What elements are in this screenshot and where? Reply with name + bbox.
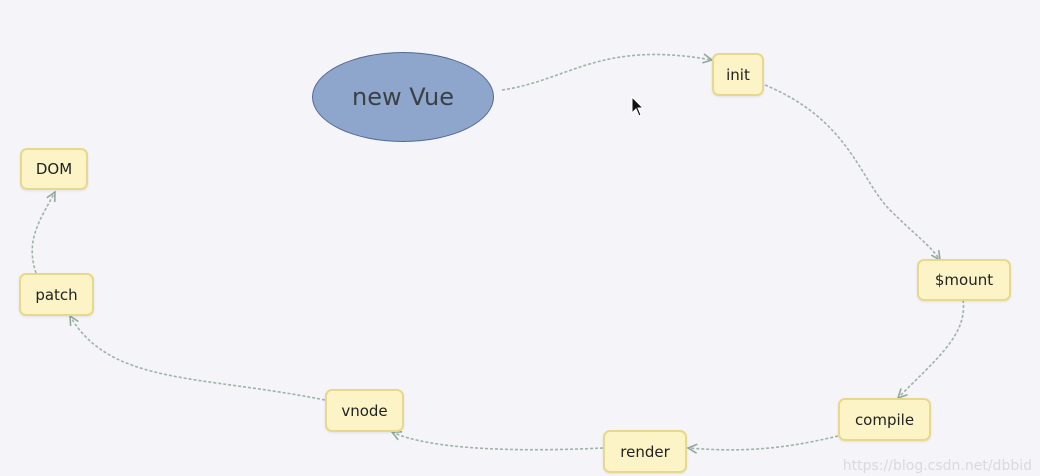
node-vnode: vnode <box>325 389 404 432</box>
edge-patch-dom <box>31 192 55 274</box>
edge-mount-compile <box>898 299 965 398</box>
edge-init-mount <box>764 84 940 260</box>
node-patch: patch <box>19 273 94 316</box>
node-mount: $mount <box>917 259 1011 301</box>
edge-vnode-patch <box>70 316 326 401</box>
edge-compile-render <box>688 435 839 450</box>
node-render: render <box>603 430 687 473</box>
node-dom: DOM <box>20 148 88 190</box>
edge-render-vnode <box>392 432 604 451</box>
edge-newvue-init <box>501 54 712 91</box>
node-compile: compile <box>838 398 931 441</box>
node-new-vue: new Vue <box>312 52 494 142</box>
mouse-cursor-icon <box>631 96 645 117</box>
node-init: init <box>712 53 764 96</box>
watermark: https://blog.csdn.net/dbbid <box>842 458 1032 474</box>
